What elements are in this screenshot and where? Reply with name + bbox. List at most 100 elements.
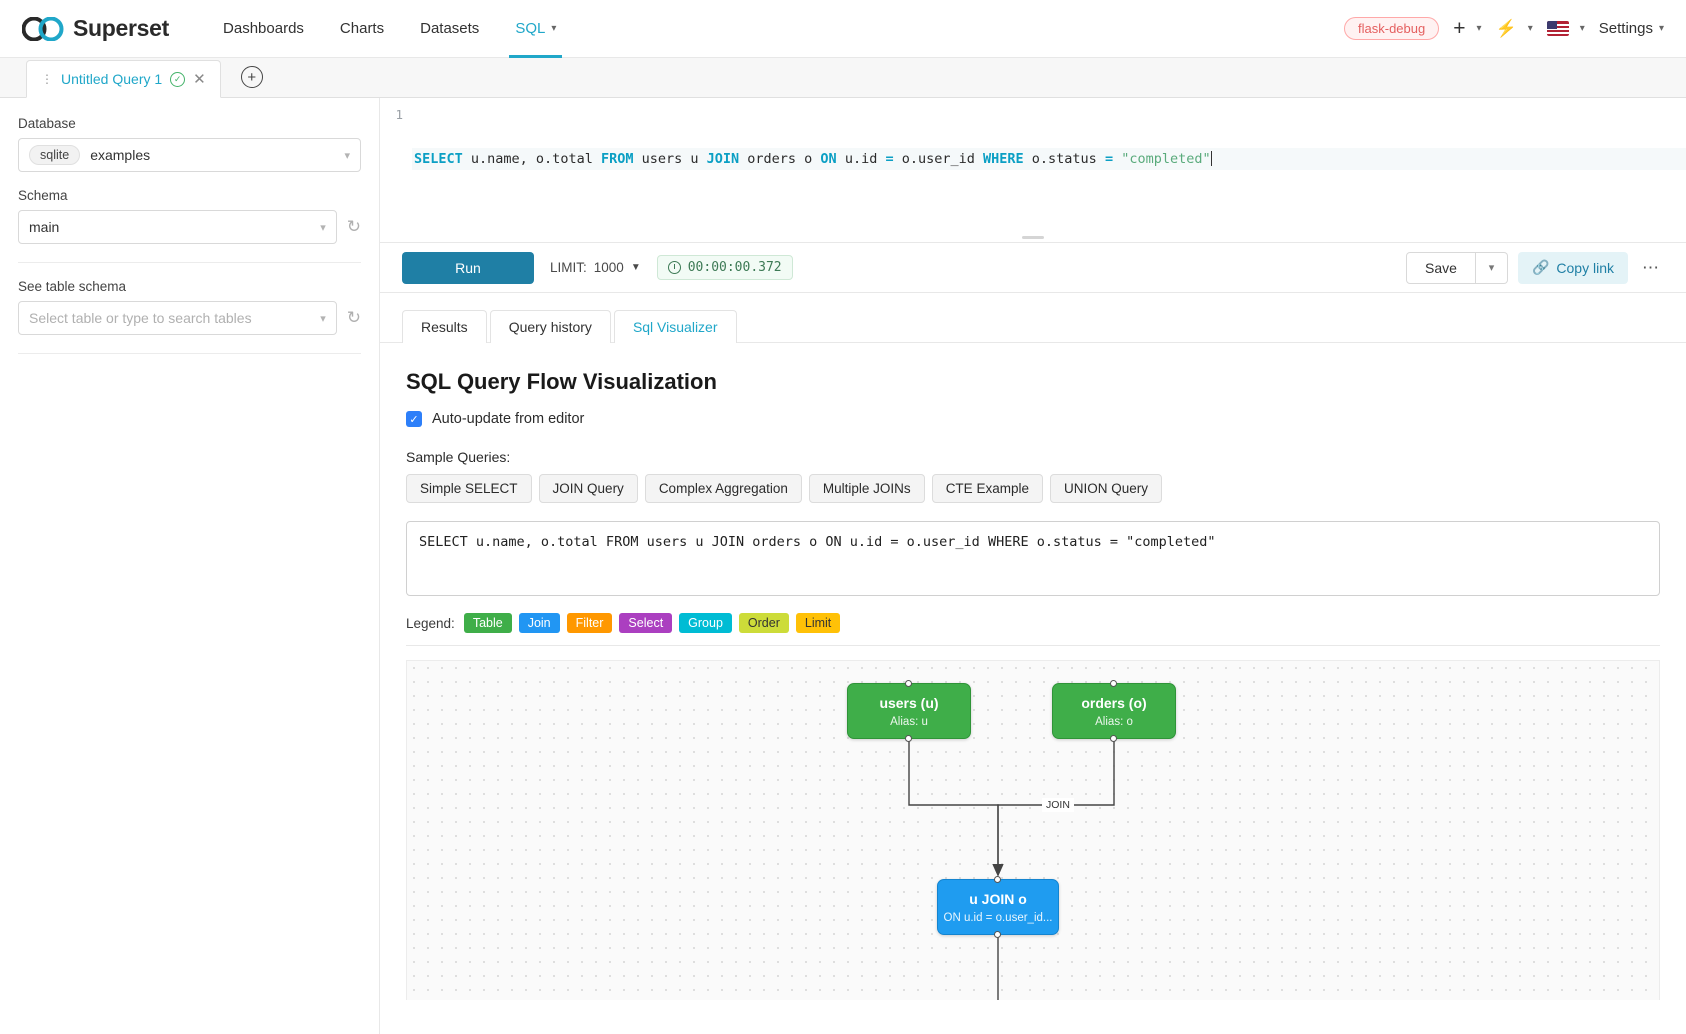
sample-query-multiple-joins[interactable]: Multiple JOINs [808, 474, 925, 503]
sidebar-divider [18, 262, 361, 263]
table-schema-row: Select table or type to search tables ▾ … [18, 301, 361, 335]
nav-item-charts[interactable]: Charts [326, 0, 398, 58]
language-selector[interactable]: ▾ [1546, 21, 1585, 36]
settings-menu[interactable]: Settings ▾ [1599, 20, 1664, 37]
sample-query-simple-select[interactable]: Simple SELECT [406, 474, 532, 503]
flow-port-top[interactable] [905, 680, 912, 687]
flow-port-bottom[interactable] [1110, 735, 1117, 742]
sample-query-cte-example[interactable]: CTE Example [931, 474, 1043, 503]
main-nav-links: Dashboards Charts Datasets SQL ▾ [209, 0, 570, 58]
query-flow-canvas[interactable]: users (u)Alias: u orders (o)Alias: o u JOI… [406, 660, 1660, 1000]
main-body: Database sqlite examples ▾ Schema main ▾… [0, 98, 1686, 1034]
flow-node-title: u JOIN o [969, 890, 1027, 907]
settings-label: Settings [1598, 20, 1653, 37]
flow-node-title: users (u) [879, 694, 939, 711]
drag-handle-icon[interactable]: ⋮ [41, 72, 53, 86]
refresh-icon[interactable]: ↻ [346, 308, 361, 327]
flow-edge [908, 739, 1004, 877]
chevron-down-icon: ▾ [320, 221, 326, 234]
flow-port-top[interactable] [994, 876, 1001, 883]
editor-code-line: SELECT u.name, o.total FROM users u JOIN… [412, 148, 1686, 170]
flow-node-users[interactable]: users (u)Alias: u [847, 680, 971, 742]
close-icon[interactable]: ✕ [193, 71, 206, 88]
toolbar-right-group: Save ▾ 🔗 Copy link ⋯ [1406, 251, 1664, 284]
tab-label: Sql Visualizer [632, 319, 718, 335]
sql-visualizer-panel: SQL Query Flow Visualization ✓ Auto-upda… [380, 343, 1686, 1034]
brand-text: Superset [73, 15, 170, 41]
nav-label: Datasets [420, 20, 480, 37]
nav-item-dashboards[interactable]: Dashboards [209, 0, 318, 58]
check-circle-icon: ✓ [170, 71, 186, 87]
database-value: examples [90, 147, 151, 163]
table-select[interactable]: Select table or type to search tables ▾ [18, 301, 337, 335]
tab-query-history[interactable]: Query history [489, 310, 611, 343]
refresh-icon[interactable]: ↻ [346, 217, 361, 236]
sql-input-textarea[interactable] [406, 521, 1660, 596]
timer-value: 00:00:00.372 [687, 260, 782, 275]
sample-query-union-query[interactable]: UNION Query [1049, 474, 1162, 503]
add-tab-icon[interactable]: + [240, 66, 263, 88]
nav-label: Dashboards [223, 20, 304, 37]
editor-resize-handle[interactable] [1022, 236, 1044, 239]
auto-update-row: ✓ Auto-update from editor [406, 411, 1660, 427]
sql-editor[interactable]: 1 SELECT u.name, o.total FROM users u JO… [380, 98, 1686, 243]
schema-select[interactable]: main ▾ [18, 210, 337, 244]
flow-node-subtitle: Alias: o [1095, 715, 1133, 728]
line-number: 1 [395, 107, 403, 122]
schema-row: main ▾ ↻ [18, 210, 361, 244]
legend-item-join: Join [518, 613, 560, 633]
nav-item-datasets[interactable]: Datasets [406, 0, 493, 58]
save-button[interactable]: Save [1406, 251, 1476, 284]
query-tab-untitled-query-1[interactable]: ⋮ Untitled Query 1 ✓ ✕ [26, 60, 221, 98]
copy-link-button[interactable]: 🔗 Copy link [1517, 251, 1628, 284]
legend-item-table: Table [463, 613, 512, 633]
schema-value: main [29, 219, 60, 235]
link-icon: 🔗 [1531, 259, 1550, 275]
query-sidebar: Database sqlite examples ▾ Schema main ▾… [0, 98, 380, 1034]
new-menu-button[interactable]: + ▾ [1453, 18, 1481, 39]
auto-update-checkbox[interactable]: ✓ [406, 411, 422, 427]
database-engine-pill: sqlite [29, 145, 81, 165]
nav-label: SQL [515, 20, 546, 37]
sample-query-join-query[interactable]: JOIN Query [538, 474, 638, 503]
schema-label: Schema [18, 188, 68, 203]
sample-queries-row: Simple SELECT JOIN Query Complex Aggrega… [406, 474, 1660, 503]
run-button[interactable]: Run [402, 251, 534, 284]
flow-node-orders[interactable]: orders (o)Alias: o [1052, 680, 1176, 742]
tab-sql-visualizer[interactable]: Sql Visualizer [613, 310, 737, 343]
sample-queries-label: Sample Queries: [406, 449, 511, 465]
more-options-icon[interactable]: ⋯ [1642, 257, 1660, 277]
save-button-group: Save ▾ [1406, 251, 1508, 284]
database-select[interactable]: sqlite examples ▾ [18, 138, 361, 172]
query-tab-label: Untitled Query 1 [61, 71, 163, 87]
superset-brand[interactable]: Superset [21, 15, 170, 42]
flow-edge-label: JOIN [1042, 798, 1074, 812]
table-schema-field: See table schema Select table or type to… [18, 279, 361, 335]
editor-code[interactable]: SELECT u.name, o.total FROM users u JOIN… [412, 104, 1686, 242]
editor-gutter: 1 [380, 104, 412, 242]
auto-update-label: Auto-update from editor [432, 411, 585, 427]
save-dropdown-toggle[interactable]: ▾ [1475, 251, 1508, 284]
quick-actions-button[interactable]: ⚡ ▾ [1496, 20, 1533, 37]
flow-port-bottom[interactable] [905, 735, 912, 742]
legend-item-group: Group [679, 613, 732, 633]
sidebar-divider-2 [18, 353, 361, 354]
superset-logo-icon [21, 16, 64, 41]
nav-label: Charts [339, 20, 385, 37]
schema-field: Schema main ▾ ↻ [18, 188, 361, 244]
flow-edges [908, 739, 1115, 1000]
bolt-icon: ⚡ [1495, 19, 1517, 38]
result-tabs: Results Query history Sql Visualizer [380, 293, 1686, 343]
top-navigation-bar: Superset Dashboards Charts Datasets SQL … [0, 0, 1686, 58]
right-pane: 1 SELECT u.name, o.total FROM users u JO… [380, 98, 1686, 1034]
nav-right-group: flask-debug + ▾ ⚡ ▾ ▾ Settings ▾ [1344, 17, 1664, 40]
limit-dropdown[interactable]: LIMIT: 1000 ▼ [550, 260, 641, 275]
tab-results[interactable]: Results [402, 310, 487, 343]
flow-port-top[interactable] [1110, 680, 1117, 687]
chevron-down-icon: ▾ [320, 312, 326, 325]
nav-item-sql[interactable]: SQL ▾ [501, 0, 570, 58]
chevron-down-icon: ▾ [1527, 23, 1533, 34]
sample-query-complex-aggregation[interactable]: Complex Aggregation [644, 474, 802, 503]
flow-port-bottom[interactable] [994, 931, 1001, 938]
